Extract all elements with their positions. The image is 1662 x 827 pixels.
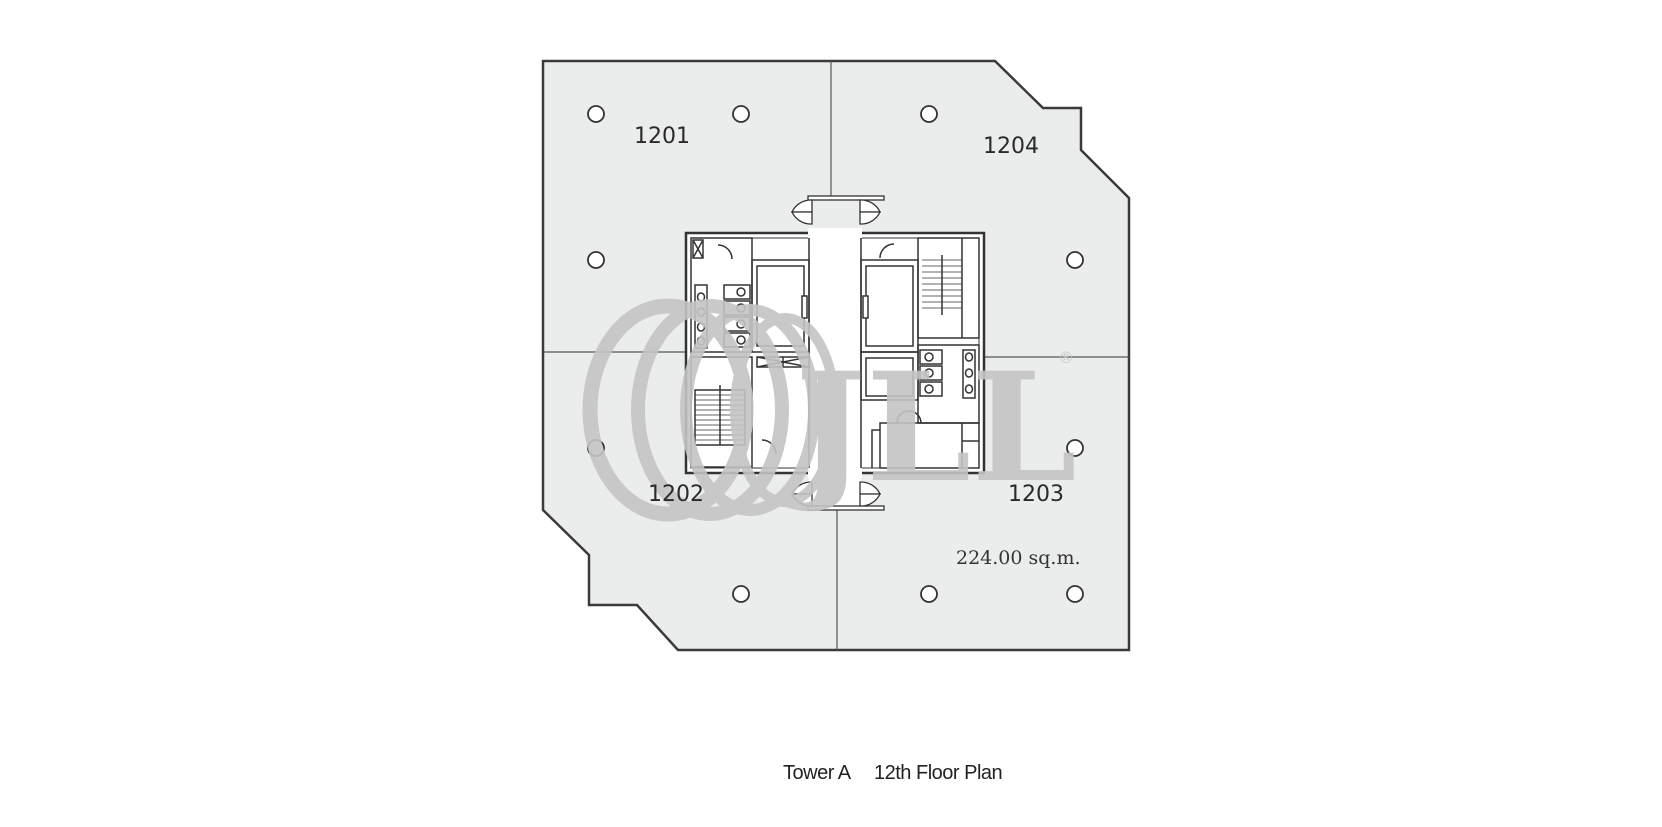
unit-label-1203: 1203 xyxy=(1008,482,1064,507)
column xyxy=(1066,251,1084,269)
column xyxy=(920,585,938,603)
watermark-swirl-icon xyxy=(582,298,840,522)
wc-fixtures-right xyxy=(919,349,976,399)
column xyxy=(920,105,938,123)
column xyxy=(732,585,750,603)
unit-area-label: 224.00 sq.m. xyxy=(956,547,1081,569)
column xyxy=(587,251,605,269)
watermark-brand-text: JLL xyxy=(784,340,1077,516)
column xyxy=(732,105,750,123)
stair-right xyxy=(922,255,962,315)
column xyxy=(1066,439,1084,457)
unit-label-1204: 1204 xyxy=(983,134,1039,159)
watermark-registered-mark: ® xyxy=(1058,348,1074,367)
unit-label-1202: 1202 xyxy=(648,482,704,507)
unit-dividers xyxy=(543,61,1129,650)
entrance-doors xyxy=(790,195,885,511)
caption-floor-plan: 12th Floor Plan xyxy=(874,762,1003,784)
unit-label-1201: 1201 xyxy=(634,124,690,149)
caption-building: Tower A xyxy=(783,762,851,784)
watermark-logo: JLL ® xyxy=(582,298,1077,522)
column xyxy=(587,105,605,123)
column xyxy=(1066,585,1084,603)
